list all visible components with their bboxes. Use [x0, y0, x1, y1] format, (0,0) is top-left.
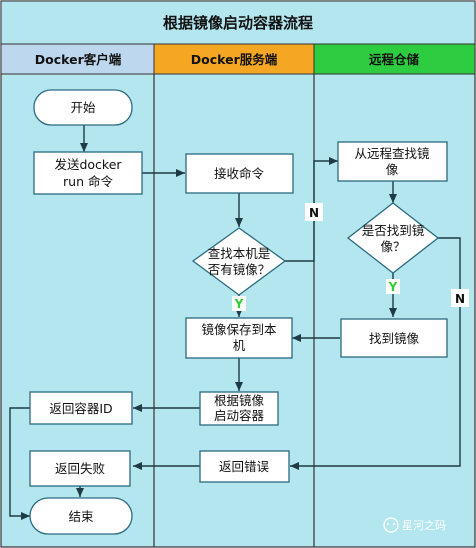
edge-found-no-error — [290, 237, 461, 470]
send-command-label-1: 发送docker — [54, 157, 122, 172]
receive-command-label: 接收命令 — [214, 166, 265, 181]
edges — [9, 125, 461, 520]
return-id-label: 返回容器ID — [49, 401, 112, 416]
watermark-text: 星河之码 — [402, 518, 446, 532]
return-id-node — [29, 391, 133, 425]
start-node — [33, 89, 133, 126]
start-container-node — [199, 391, 279, 426]
search-remote-label-2: 像 — [386, 162, 399, 177]
send-command-node — [33, 151, 143, 195]
found-remote-label-2: 像？ — [380, 239, 405, 254]
return-error-label: 返回错误 — [219, 459, 270, 474]
yes-remote-label-bg — [386, 279, 400, 294]
end-node — [29, 497, 133, 535]
edge-returnid-end — [9, 407, 30, 520]
search-remote-label-1: 从远程查找镜 — [354, 146, 430, 161]
start-label: 开始 — [70, 100, 96, 115]
no-remote-label: N — [455, 292, 465, 306]
save-local-node — [185, 317, 293, 359]
lane-header-client — [0, 43, 155, 75]
return-error-node — [199, 450, 290, 483]
check-local-label-1: 查找本机是 — [208, 246, 271, 261]
wechat-icon — [383, 517, 399, 533]
title-band — [0, 0, 476, 45]
check-local-decision — [191, 227, 287, 296]
lane-title-repo: 远程仓储 — [369, 52, 420, 67]
return-fail-label: 返回失败 — [55, 461, 106, 476]
start-container-label-1: 根据镜像 — [214, 393, 265, 408]
found-remote-label-1: 是否找到镜 — [362, 223, 425, 238]
start-container-label-2: 启动容器 — [214, 408, 265, 423]
end-label: 结束 — [68, 509, 94, 524]
image-found-label: 找到镜像 — [369, 331, 420, 346]
lane-title-server: Docker服务端 — [191, 52, 278, 67]
return-fail-node — [29, 450, 131, 487]
save-local-label-2: 机 — [233, 338, 246, 353]
check-local-label-2: 否有镜像？ — [208, 262, 271, 277]
no-local-label: N — [309, 206, 319, 220]
no-local-label-bg — [305, 203, 323, 221]
watermark: 星河之码 — [383, 517, 446, 533]
receive-command-node — [185, 153, 294, 194]
save-local-label-1: 镜像保存到本 — [201, 322, 277, 337]
search-remote-node — [337, 141, 448, 182]
diagram-title: 根据镜像启动容器流程 — [163, 14, 313, 32]
image-found-node — [340, 318, 448, 358]
lane-title-client: Docker客户端 — [35, 52, 122, 67]
yes-local-label-bg — [232, 296, 246, 311]
found-remote-decision — [346, 202, 440, 274]
send-command-label-2: run 命令 — [63, 174, 113, 189]
no-remote-label-bg — [451, 289, 469, 307]
yes-local-label: Y — [234, 297, 244, 311]
yes-remote-label: Y — [388, 280, 398, 294]
lane-header-repo — [313, 43, 476, 75]
